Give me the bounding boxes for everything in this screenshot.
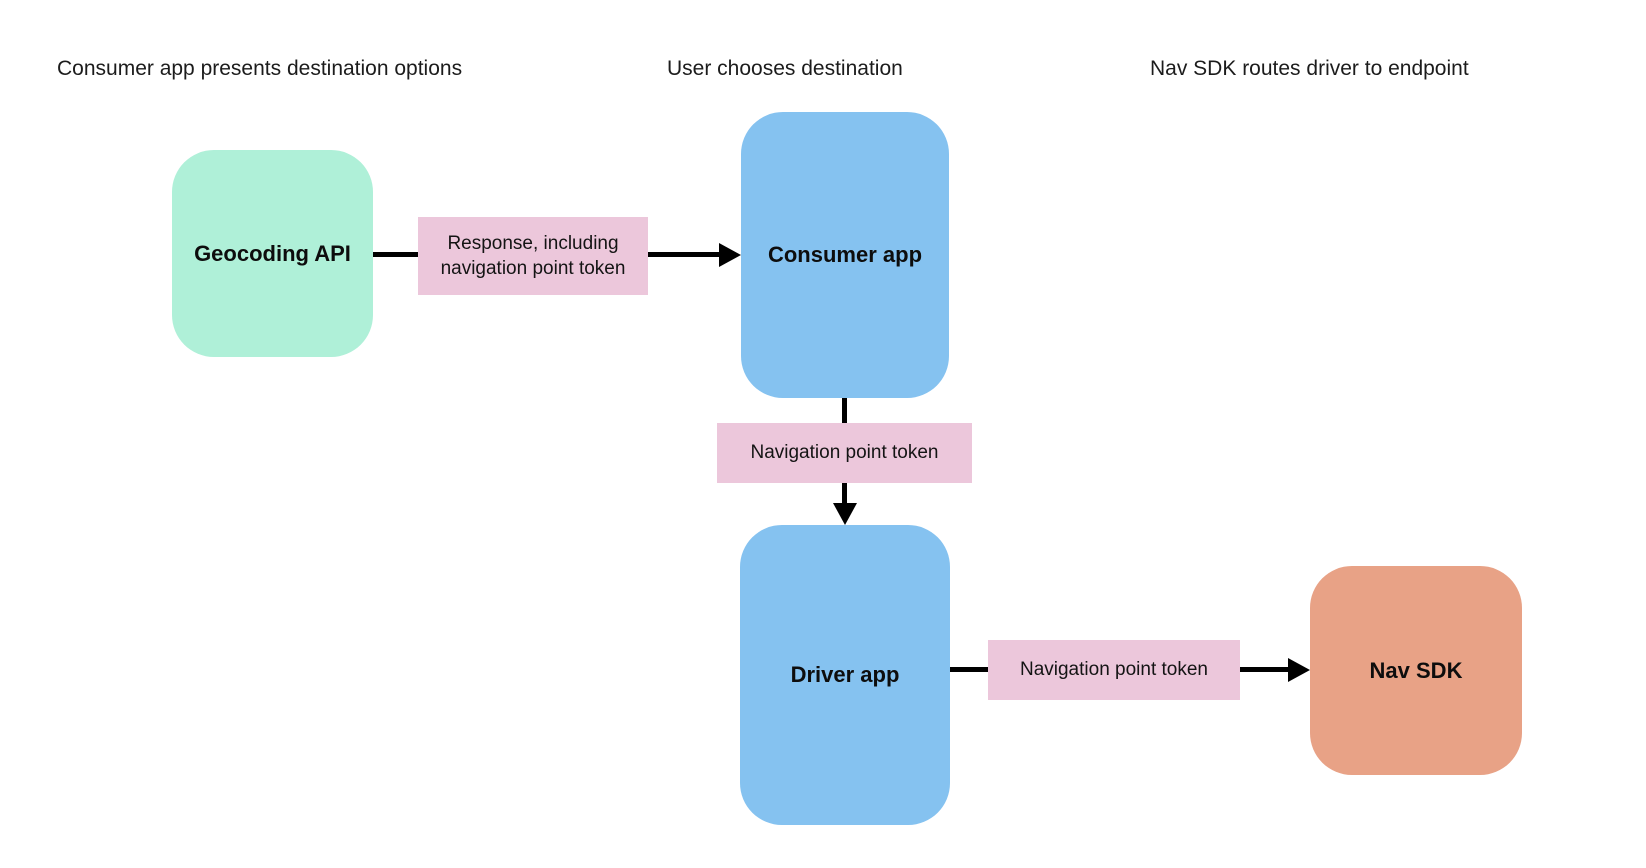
edge-response-to-consumer-line (648, 252, 720, 257)
node-geocoding-api-label: Geocoding API (194, 240, 351, 266)
edge-token-to-driver-line (842, 483, 847, 504)
node-driver-app-label: Driver app (790, 662, 900, 687)
edge-geocoding-to-response-line (373, 252, 418, 257)
node-consumer-app-label: Consumer app (767, 242, 923, 267)
edge-driver-to-token-line (950, 667, 988, 672)
node-consumer-app: Consumer app (741, 112, 949, 398)
arrowhead-into-consumer-app (719, 243, 741, 267)
edge-label-navigation-point-token-2: Navigation point token (988, 640, 1240, 700)
node-driver-app: Driver app (740, 525, 950, 825)
node-nav-sdk: Nav SDK (1310, 566, 1522, 775)
arrowhead-into-driver-app (833, 503, 857, 525)
edge-label-token-2-text: Navigation point token (1019, 659, 1208, 681)
node-geocoding-api: Geocoding API (172, 150, 373, 357)
edge-label-token-1-text: Navigation point token (750, 442, 939, 464)
column-header-nav-sdk-routes: Nav SDK routes driver to endpoint (1150, 57, 1469, 80)
edge-label-response-including-token: Response, including navigation point tok… (418, 217, 648, 295)
edge-consumer-to-token-line (842, 398, 847, 423)
edge-label-navigation-point-token-1: Navigation point token (717, 423, 972, 483)
column-header-consumer-presents: Consumer app presents destination option… (57, 57, 463, 80)
arrowhead-into-nav-sdk (1288, 658, 1310, 682)
edge-label-response-text: Response, including navigation point tok… (440, 232, 626, 279)
column-header-user-chooses: User chooses destination (667, 57, 903, 80)
node-nav-sdk-label: Nav SDK (1369, 657, 1463, 683)
edge-token-to-navsdk-line (1240, 667, 1289, 672)
